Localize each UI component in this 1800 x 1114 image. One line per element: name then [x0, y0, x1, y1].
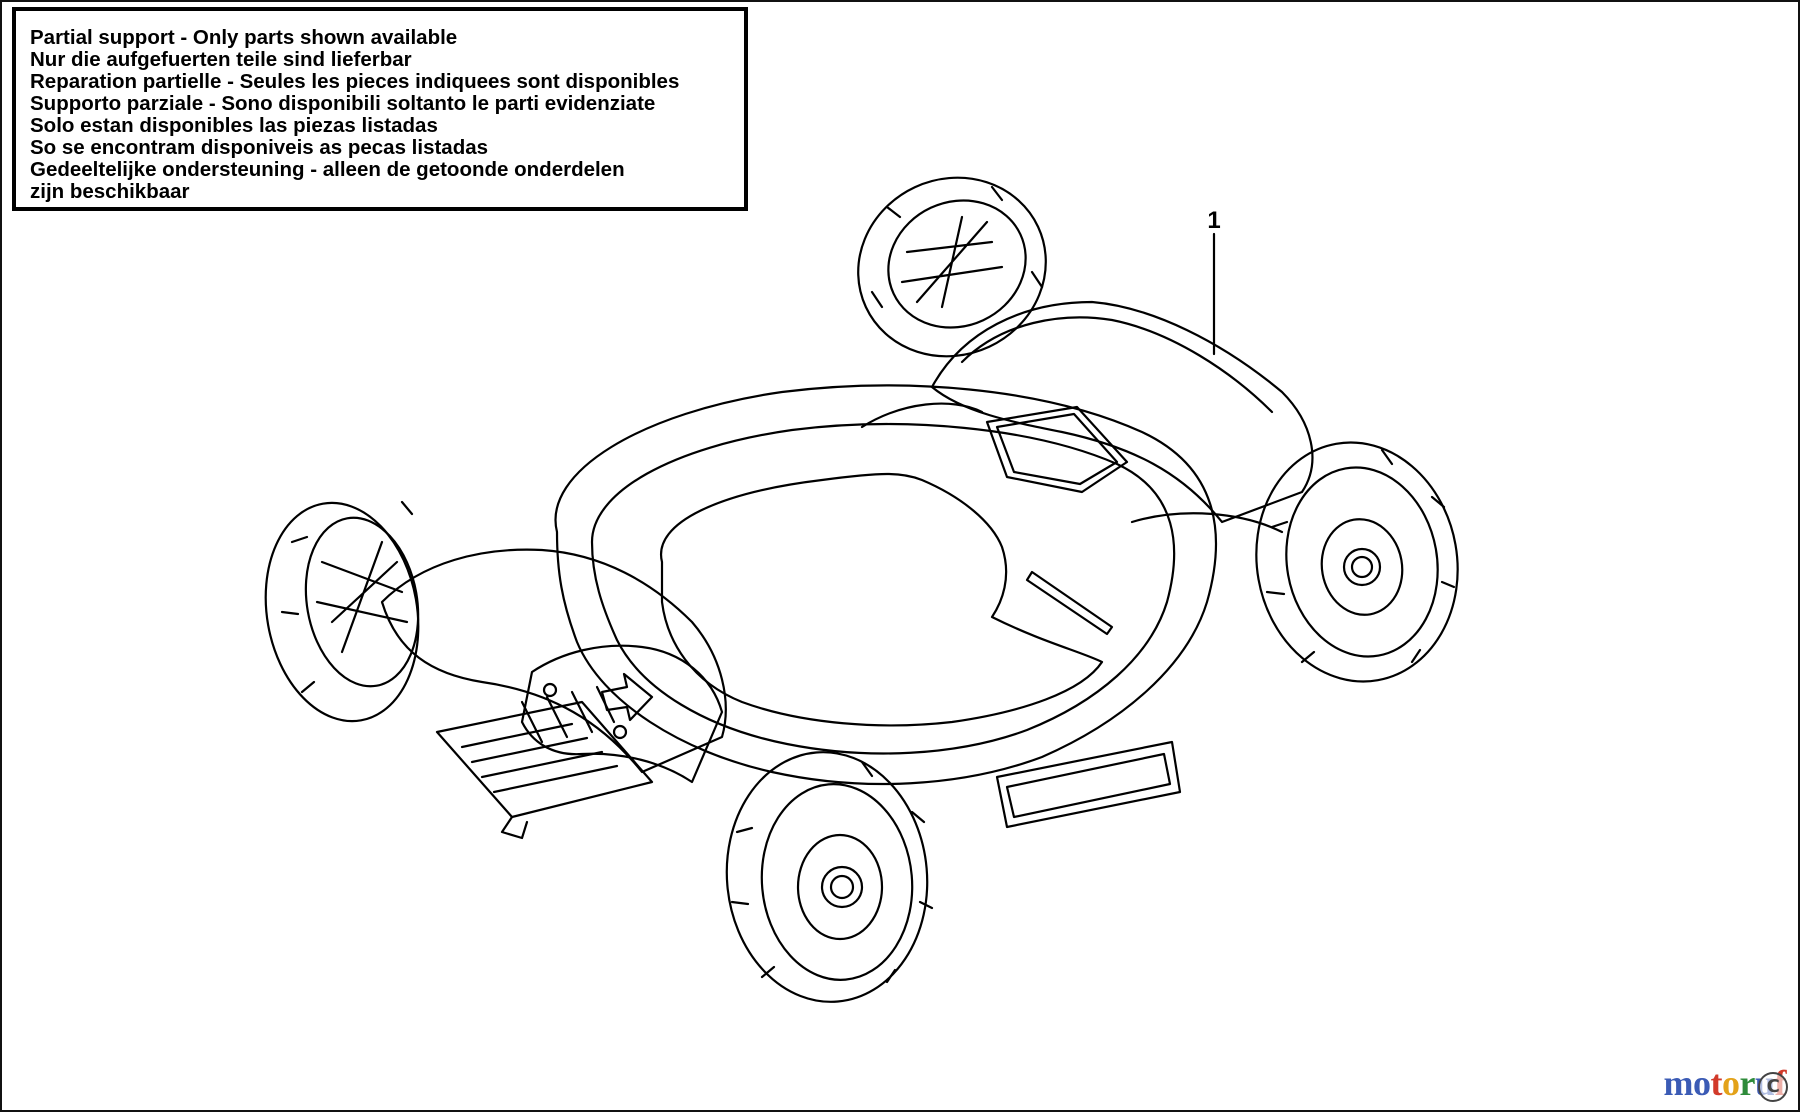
front-screw-1	[542, 682, 558, 698]
partial-support-notice: Partial support - Only parts shown avail…	[12, 7, 748, 211]
watermark-letter-r: r	[1739, 1063, 1755, 1103]
notice-line-pt: So se encontram disponiveis as pecas lis…	[30, 136, 489, 159]
rear-right-wheel-axle	[1342, 547, 1382, 587]
notice-line-nl-cont: zijn beschikbaar	[30, 180, 190, 203]
front-vents	[520, 685, 616, 744]
front-right-wheel-hub	[796, 833, 884, 941]
front-grille-slot-2	[470, 736, 589, 764]
front-left-wheel-outer	[264, 501, 420, 723]
front-foot	[500, 815, 529, 840]
deck-side-panel	[995, 740, 1182, 829]
motoruf-logo: motoruf C	[1663, 1062, 1788, 1104]
notice-line-es: Solo estan disponibles las piezas listad…	[30, 114, 438, 137]
front-grille-slot-4	[492, 764, 619, 794]
front-left-wheel-tread	[280, 500, 414, 694]
front-grille-plate	[435, 700, 654, 819]
deck-side-panel-inner	[1005, 752, 1172, 819]
rear-housing-top	[960, 316, 1274, 414]
rear-right-wheel-axle-inner	[1350, 555, 1374, 579]
front-right-wheel-outer	[725, 751, 929, 1003]
front-left-wheel-spokes	[315, 540, 409, 654]
notice-line-fr: Reparation partielle - Seules les pieces…	[30, 70, 680, 93]
deck-shell	[554, 384, 1218, 786]
notice-line-en: Partial support - Only parts shown avail…	[30, 26, 458, 49]
front-right-wheel-axle-inner	[829, 874, 855, 900]
front-screw-2	[612, 724, 628, 740]
rear-left-wheel-tread	[870, 185, 1044, 309]
rear-left-wheel-spokes	[900, 215, 1004, 309]
rear-window	[985, 405, 1129, 494]
rear-right-wheel-outer	[1255, 441, 1459, 683]
callout-label-1: 1	[1207, 207, 1220, 234]
front-left-wheel-inner	[304, 516, 420, 688]
notice-line-nl: Gedeeltelijke ondersteuning - alleen de …	[30, 158, 625, 181]
front-arrow	[600, 672, 654, 722]
watermark-letter-o: o	[1692, 1063, 1711, 1103]
front-right-wheel-rim	[760, 783, 914, 981]
front-grille-slot-1	[460, 722, 574, 749]
rear-right-wheel-hub	[1320, 518, 1404, 616]
rear-housing	[930, 300, 1314, 524]
front-right-wheel-axle	[820, 865, 864, 909]
rear-left-wheel-inner	[887, 199, 1027, 329]
rear-right-wheel-tread	[1265, 448, 1456, 664]
notice-line-it: Supporto parziale - Sono disponibili sol…	[30, 92, 656, 115]
notice-line-de: Nur die aufgefuerten teile sind lieferba…	[30, 48, 412, 71]
height-indicator-strip	[1025, 570, 1114, 636]
front-housing	[380, 548, 727, 774]
rear-left-wheel-outer	[857, 176, 1047, 358]
watermark-letter-t: t	[1710, 1063, 1722, 1103]
rear-window-inner	[995, 412, 1119, 486]
watermark-letter-m: m	[1663, 1063, 1693, 1103]
copyright-icon: C	[1758, 1072, 1788, 1102]
front-right-wheel-tread	[730, 760, 934, 984]
watermark-letter-o2: o	[1721, 1063, 1740, 1103]
rear-cross-bar	[860, 402, 1284, 534]
deck-inner-rim	[590, 423, 1176, 755]
deck-cutout	[659, 472, 1104, 727]
front-grille-slot-3	[480, 750, 604, 779]
rear-right-wheel-rim	[1285, 466, 1439, 658]
front-nose	[520, 644, 724, 784]
